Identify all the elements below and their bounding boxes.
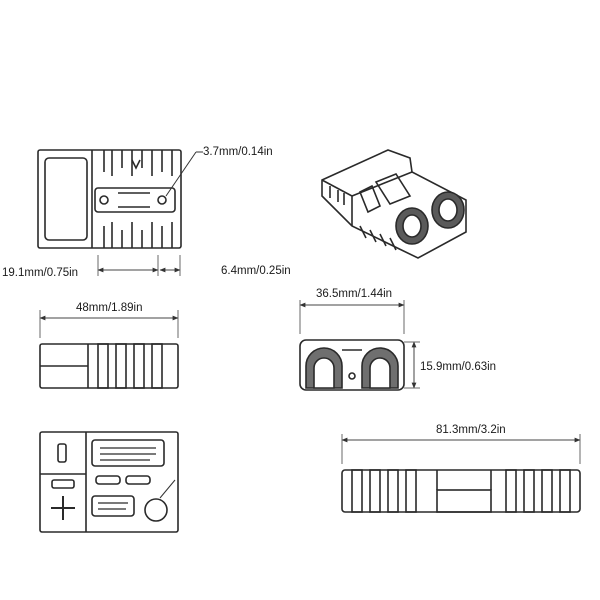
top-view [37, 149, 182, 249]
length-short-label: 48mm/1.89in [76, 302, 143, 314]
front-view [299, 339, 405, 391]
width-label: 36.5mm/1.44in [316, 288, 393, 300]
isometric-view [321, 149, 467, 259]
terminal-offset-label: 19.1mm/0.75in [2, 267, 79, 279]
bottom-view [39, 431, 179, 533]
pin-spacing-label: 6.4mm/0.25in [221, 265, 291, 277]
pin-hole-leader [165, 151, 197, 197]
pin-hole-label: 3.7mm/0.14in [203, 146, 273, 158]
bottom-leader [159, 479, 176, 499]
long-side-view [341, 469, 581, 513]
length-total-label: 81.3mm/3.2in [436, 424, 506, 436]
height-label: 15.9mm/0.63in [420, 361, 497, 373]
side-view [39, 343, 179, 389]
